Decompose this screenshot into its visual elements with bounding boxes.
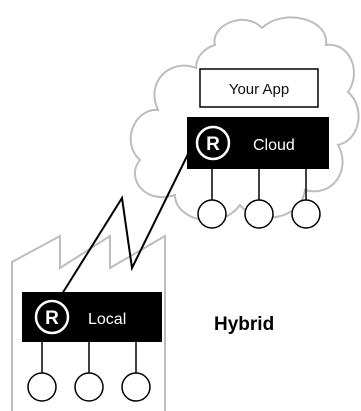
r-logo-icon: R [34, 299, 70, 335]
connector-node-icon [244, 199, 274, 229]
connector-node-icon [27, 372, 57, 402]
connector-node-icon [291, 199, 321, 229]
r-logo-icon: R [195, 125, 231, 161]
network-link [61, 145, 193, 295]
connector-node-icon [197, 199, 227, 229]
connector-node-icon [121, 372, 151, 402]
cloud-label: Cloud [253, 137, 295, 154]
svg-text:R: R [206, 134, 220, 155]
local-connectors [27, 342, 151, 402]
connector-node-icon [74, 372, 104, 402]
your-app-box: Your App [199, 68, 319, 108]
diagram-caption: Hybrid [214, 314, 274, 335]
your-app-label: Your App [229, 81, 289, 98]
local-box: R Local [22, 292, 162, 342]
cloud-connectors [197, 169, 321, 229]
svg-text:R: R [45, 308, 59, 329]
cloud-box: R Cloud [187, 117, 329, 169]
local-label: Local [88, 311, 126, 328]
